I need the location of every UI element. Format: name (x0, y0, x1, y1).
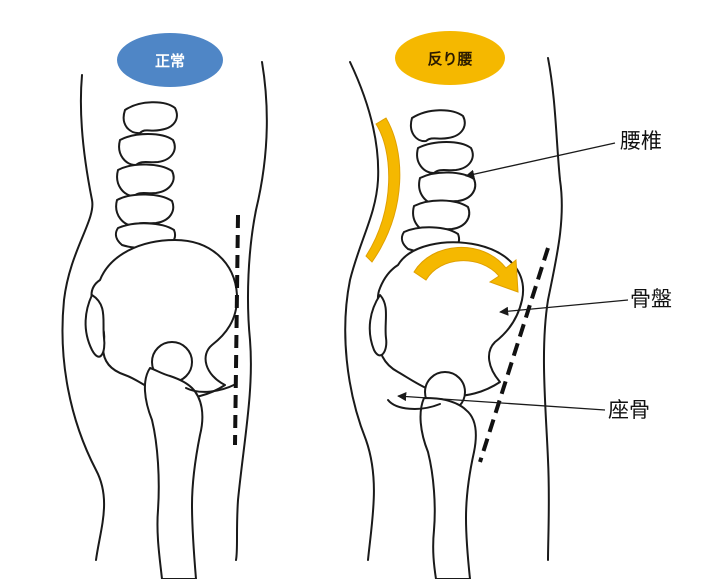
normal-lumbar-vertebrae (114, 101, 178, 250)
normal-figure: 正常 (61, 33, 268, 579)
lordosis-back-outline (344, 61, 380, 561)
lordosis-badge-bg (395, 31, 505, 85)
ischium-label: 座骨 (608, 398, 650, 422)
normal-badge: 正常 (117, 33, 223, 87)
lordosis-badge: 反り腰 (395, 31, 505, 85)
normal-ischium (185, 383, 237, 393)
normal-badge-label: 正常 (155, 52, 185, 70)
normal-vertical-line (233, 214, 240, 446)
lumbar-leader-line (465, 142, 616, 179)
pelvis-label: 骨盤 (630, 287, 672, 311)
lordosis-tilt-line (478, 247, 550, 463)
lordosis-front-outline (542, 57, 563, 561)
lordosis-back-curve-arrow (365, 117, 401, 263)
lordosis-femur (419, 397, 477, 579)
lumbar-label: 腰椎 (620, 129, 662, 153)
normal-badge-bg (117, 33, 223, 87)
normal-femur (144, 367, 204, 579)
lordosis-figure: 反り腰 (344, 31, 563, 579)
lordosis-pelvic-tilt-arrow (413, 247, 519, 293)
normal-ilium-wing (84, 294, 106, 358)
lordosis-ischium (387, 399, 441, 410)
normal-front-outline (235, 61, 268, 561)
ischium-leader-line (397, 392, 606, 411)
lordosis-badge-label: 反り腰 (427, 50, 472, 68)
lordosis-lumbar-vertebrae (400, 109, 477, 254)
normal-back-outline (61, 74, 106, 561)
lordosis-ilium-wing (368, 294, 388, 357)
pelvis-leader-line (499, 299, 629, 316)
anatomy-labels: 腰椎 骨盤 座骨 (397, 129, 672, 422)
